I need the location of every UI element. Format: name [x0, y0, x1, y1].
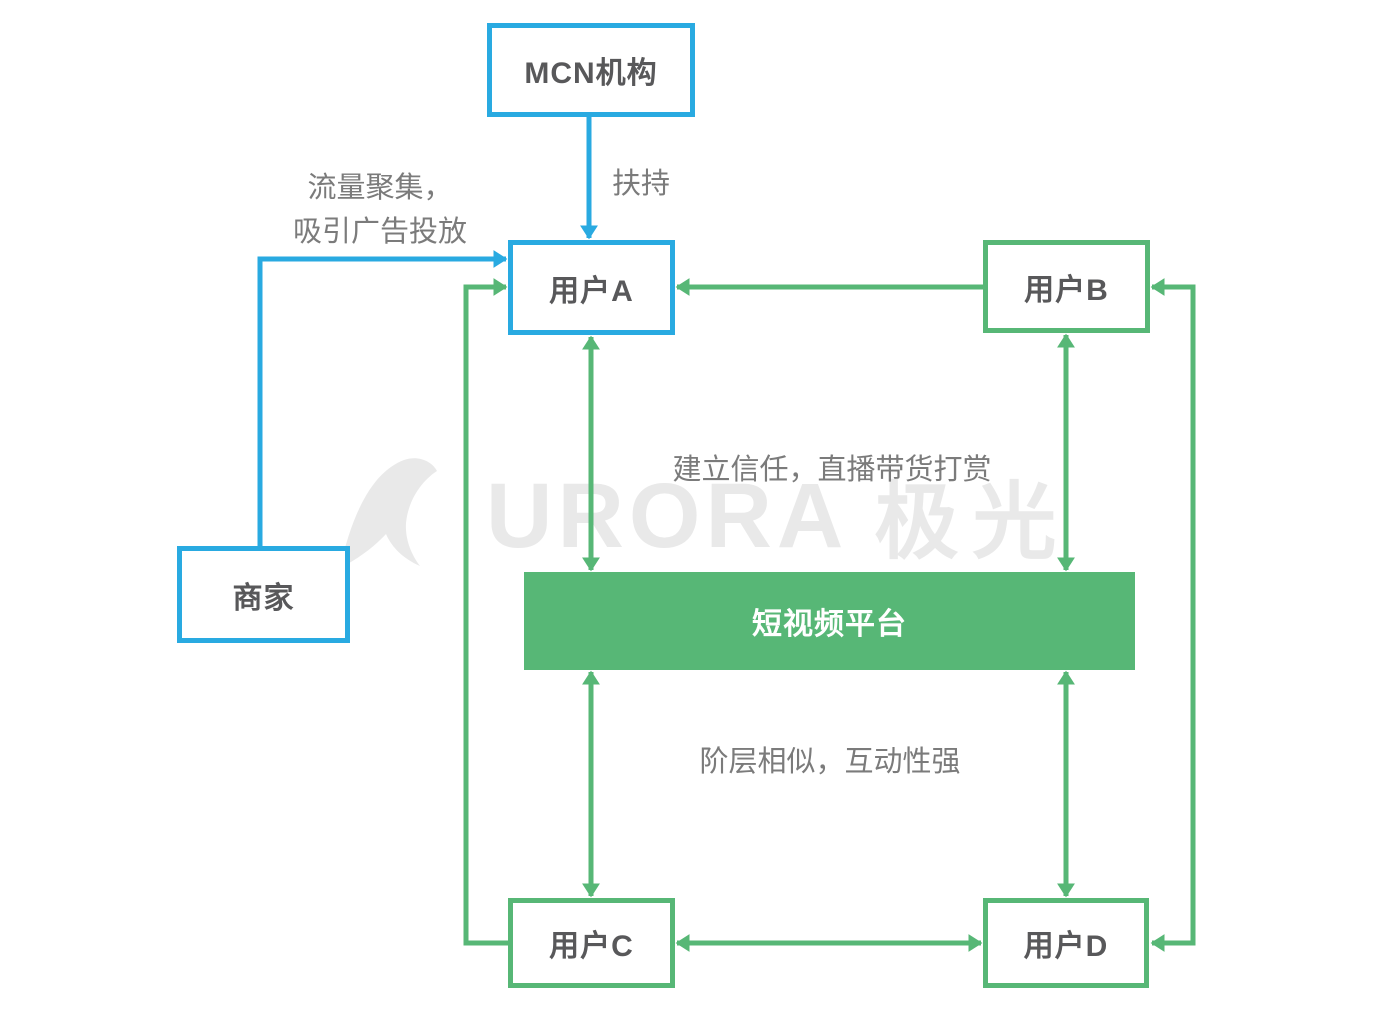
- edge-label-support: 扶持: [612, 162, 670, 206]
- node-user-d-label: 用户D: [1023, 930, 1109, 963]
- watermark-latin-text: URORA: [486, 465, 849, 567]
- edge-label-trust: 建立信任，直播带货打赏: [632, 448, 1032, 492]
- node-platform-label: 短视频平台: [752, 608, 907, 641]
- node-user-d: 用户D: [983, 898, 1149, 988]
- edge-label-similar-text: 阶层相似，互动性强: [699, 746, 961, 778]
- node-merchant-label: 商家: [232, 581, 295, 615]
- node-user-a: 用户A: [508, 240, 675, 335]
- arrow-userb-userd: [1150, 278, 1196, 952]
- edge-label-traffic-line2: 吸引广告投放: [292, 216, 467, 248]
- arrow-merchant-to-usera: [257, 250, 508, 546]
- node-merchant: 商家: [177, 546, 350, 643]
- edge-label-traffic-line1: 流量聚集，: [307, 172, 453, 204]
- edge-label-traffic: 流量聚集， 吸引广告投放: [255, 166, 505, 254]
- node-user-c-label: 用户C: [549, 930, 634, 963]
- node-user-a-label: 用户A: [549, 274, 634, 308]
- node-user-c: 用户C: [508, 898, 675, 988]
- watermark-cjk-text: 极光: [874, 475, 1071, 569]
- node-platform: 短视频平台: [524, 572, 1135, 670]
- node-mcn: MCN机构: [487, 23, 695, 117]
- node-mcn-label: MCN机构: [524, 57, 658, 90]
- edge-label-support-text: 扶持: [612, 168, 671, 200]
- node-user-b: 用户B: [983, 240, 1150, 333]
- arrow-userc-to-usera: [463, 278, 508, 946]
- watermark: URORA 极光: [338, 452, 1070, 570]
- aurora-logo-icon: [340, 458, 437, 568]
- edge-label-similar: 阶层相似，互动性强: [655, 740, 1005, 784]
- edge-label-trust-text: 建立信任，直播带货打赏: [672, 454, 992, 486]
- node-user-b-label: 用户B: [1024, 273, 1109, 307]
